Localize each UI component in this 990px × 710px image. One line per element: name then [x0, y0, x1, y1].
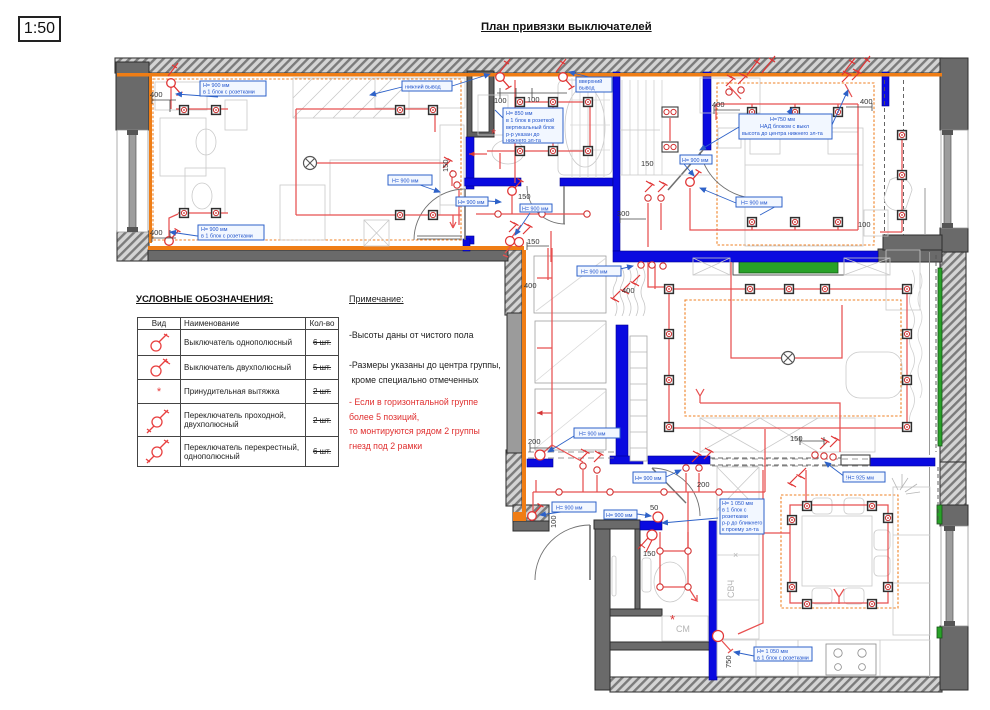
svg-text:СВЧ: СВЧ	[726, 580, 736, 598]
svg-text:×: ×	[733, 550, 738, 560]
svg-text:400: 400	[860, 97, 873, 106]
svg-text:50: 50	[650, 503, 658, 512]
svg-text:300: 300	[617, 209, 630, 218]
svg-text:р-р указан до: р-р указан до	[506, 132, 540, 138]
svg-text:H= 900 мм: H= 900 мм	[392, 179, 419, 185]
svg-text:H= 1 050 мм: H= 1 050 мм	[722, 501, 753, 507]
svg-text:H= 900 мм: H= 900 мм	[201, 227, 228, 233]
svg-text:вертикальный блок: вертикальный блок	[506, 124, 555, 131]
svg-text:150: 150	[527, 237, 540, 246]
svg-text:400: 400	[150, 90, 163, 99]
svg-text:!H= 925 мм: !H= 925 мм	[846, 476, 874, 482]
svg-text:H= 900 мм: H= 900 мм	[581, 270, 608, 276]
svg-text:в 1 блок в розеткой: в 1 блок в розеткой	[506, 117, 554, 124]
svg-text:СМ: СМ	[676, 624, 690, 634]
svg-text:H= 900 мм: H= 900 мм	[682, 158, 709, 164]
svg-text:H= 900 мм: H= 900 мм	[741, 201, 768, 207]
svg-text:H= 900 мм: H= 900 мм	[522, 207, 549, 213]
svg-text:100: 100	[527, 95, 540, 104]
svg-text:150: 150	[641, 159, 654, 168]
svg-text:вывод: вывод	[579, 86, 595, 92]
svg-text:в 1 блок с розетками: в 1 блок с розетками	[203, 90, 255, 96]
svg-text:100: 100	[858, 220, 871, 229]
svg-text:H= 900 мм: H= 900 мм	[606, 513, 633, 519]
svg-text:нижний вывод: нижний вывод	[405, 84, 442, 91]
svg-text:100: 100	[494, 96, 507, 105]
svg-text:*: *	[670, 612, 675, 627]
svg-text:H= 900 мм: H= 900 мм	[556, 506, 583, 512]
svg-text:100: 100	[549, 515, 558, 528]
svg-text:H= 900 мм: H= 900 мм	[579, 432, 606, 438]
svg-text:в 1 блок с розетками: в 1 блок с розетками	[201, 234, 253, 240]
svg-text:вверхний: вверхний	[579, 78, 602, 85]
svg-text:200: 200	[528, 437, 541, 446]
svg-text:400: 400	[150, 228, 163, 237]
svg-text:150: 150	[790, 434, 803, 443]
svg-text:150: 150	[643, 549, 656, 558]
svg-text:400: 400	[524, 281, 537, 290]
svg-text:*: *	[491, 126, 496, 141]
svg-text:нижнего эл-та: нижнего эл-та	[506, 138, 541, 144]
svg-text:НАД блоком с выкл: НАД блоком с выкл	[760, 124, 809, 130]
svg-text:H= 900 мм: H= 900 мм	[635, 476, 662, 482]
svg-text:H= 900 мм: H= 900 мм	[458, 200, 485, 206]
svg-text:400: 400	[712, 100, 725, 109]
svg-text:750: 750	[724, 655, 733, 668]
svg-text:розетками: розетками	[722, 514, 748, 520]
svg-text:к проему эл-та: к проему эл-та	[722, 527, 759, 533]
svg-text:р-р до ближнего: р-р до ближнего	[722, 521, 762, 527]
svg-text:H= 850 мм: H= 850 мм	[506, 111, 533, 117]
svg-text:H= 1 050 мм: H= 1 050 мм	[757, 649, 788, 655]
svg-text:H= 900 мм: H= 900 мм	[203, 83, 230, 89]
svg-text:H=750 мм: H=750 мм	[770, 117, 795, 123]
svg-text:в 1 блок с: в 1 блок с	[722, 508, 747, 514]
svg-text:150: 150	[518, 192, 531, 201]
svg-text:200: 200	[697, 480, 710, 489]
svg-text:400: 400	[622, 286, 635, 295]
svg-text:150: 150	[441, 159, 450, 172]
svg-text:высота до центра нижнего эл-та: высота до центра нижнего эл-та	[742, 131, 823, 137]
svg-text:в 1 блок с розетками: в 1 блок с розетками	[757, 656, 809, 662]
